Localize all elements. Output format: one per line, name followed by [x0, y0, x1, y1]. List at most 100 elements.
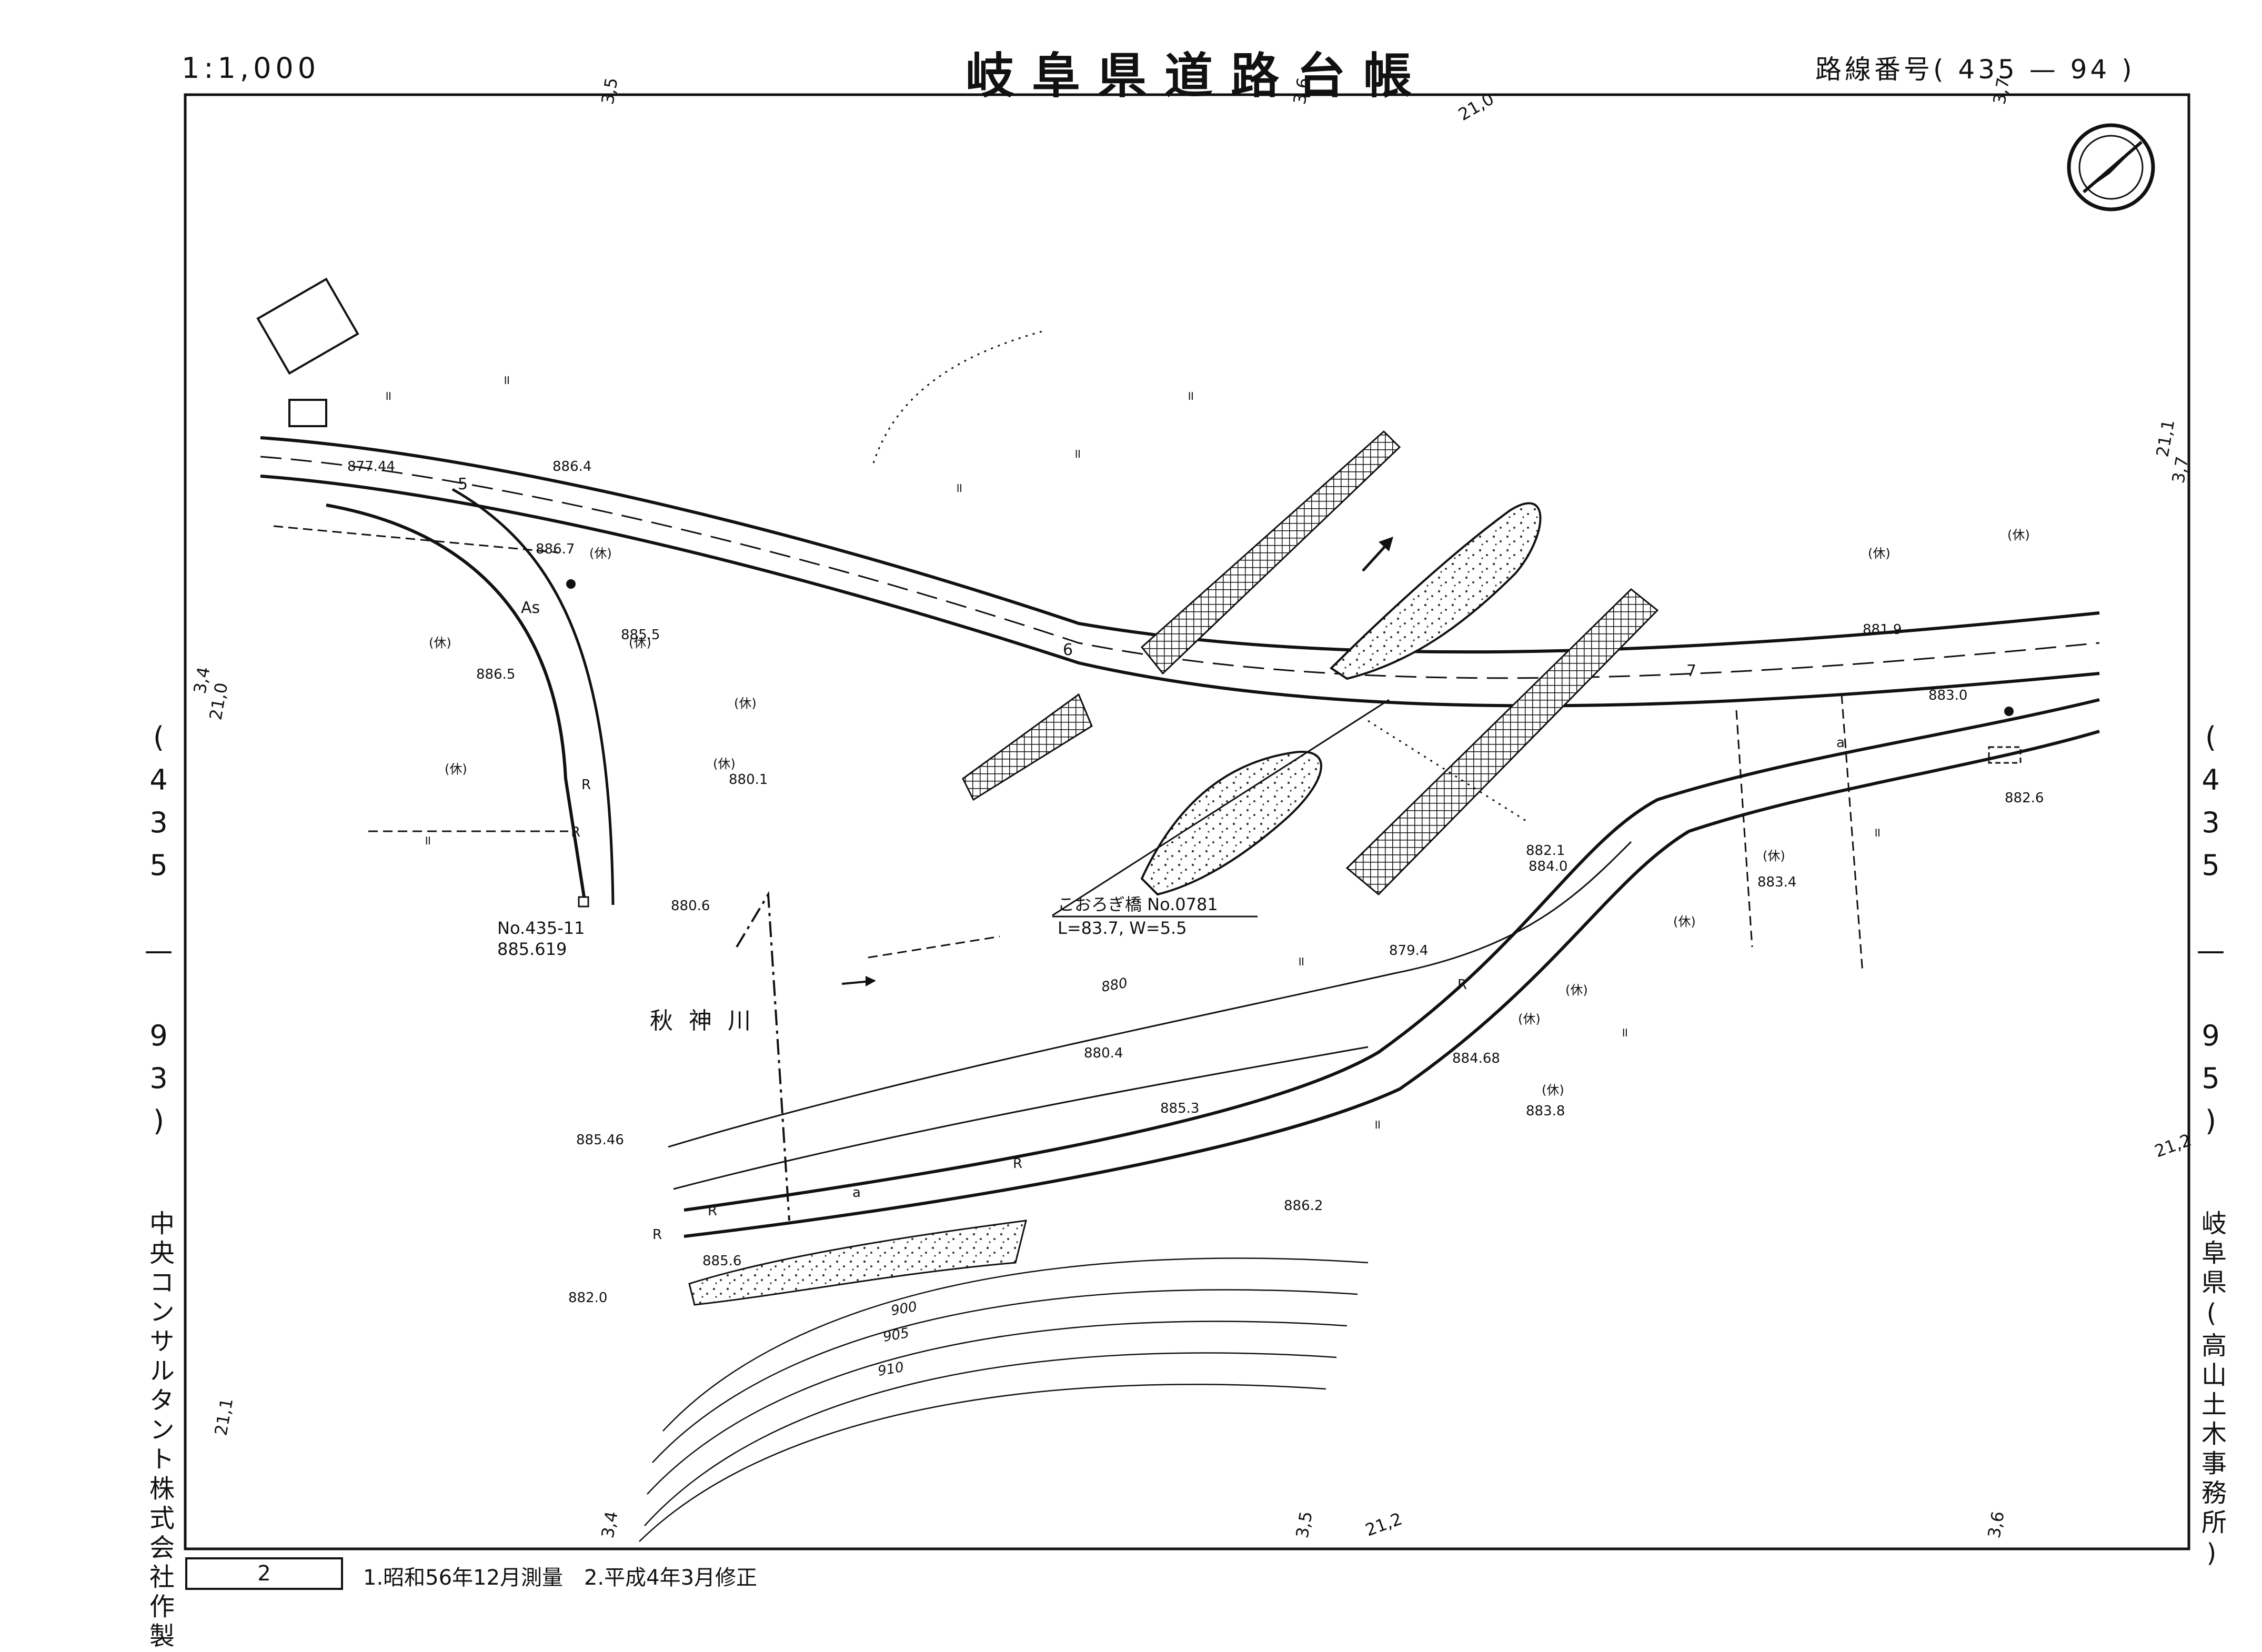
road-mark-r-6: R — [652, 1227, 662, 1243]
branch-road-left-2 — [451, 488, 615, 905]
grid-label-top-37: 3,7 — [1989, 76, 2013, 106]
rest-label-12: (休) — [1518, 1012, 1541, 1026]
field-mark-2: ॥ — [502, 372, 510, 387]
road-mark-a-2: a — [1836, 735, 1845, 751]
grid-label-top-36: 3,6 — [1289, 76, 1313, 106]
river-name-label: 秋神川 — [650, 1008, 767, 1034]
elev-885-46: 885.46 — [576, 1132, 624, 1148]
river-arrow-lower-head — [866, 976, 876, 986]
sheet-number-box: 2 — [185, 1557, 343, 1590]
field-mark-1: ॥ — [384, 388, 391, 403]
rest-label-6: (休) — [445, 762, 467, 777]
contour-label-905: 905 — [882, 1325, 910, 1345]
lot-line-3 — [1735, 710, 1753, 948]
field-mark-8: ॥ — [1621, 1025, 1628, 1040]
grid-label-bottom-212: 21,2 — [1363, 1508, 1405, 1540]
elev-883-8: 883.8 — [1526, 1103, 1565, 1119]
river-edge-north — [668, 841, 1632, 1148]
benchmark-elev-label: 885.619 — [497, 939, 567, 959]
rest-label-4: (休) — [734, 696, 757, 711]
contour-5 — [639, 1384, 1326, 1542]
road-ledger-map: 3,5 3,6 21,0 3,7 21,1 3,7 21,2 3,4 21,0 … — [184, 76, 2194, 1550]
grid-label-right-37: 3,7 — [2168, 455, 2192, 485]
bridge-name-label: こおろぎ橋 No.0781 — [1058, 894, 1218, 914]
grid-label-bottom-34: 3,4 — [597, 1510, 621, 1540]
road-centerline — [260, 456, 2100, 679]
map-frame — [184, 93, 2190, 1550]
contour-1 — [662, 1257, 1369, 1432]
elev-881-9: 881.9 — [1863, 622, 1902, 638]
contour-4 — [644, 1352, 1337, 1526]
road-edge-north — [260, 436, 2100, 654]
river-island-east — [1329, 502, 1542, 680]
contour-label-880: 880 — [1100, 975, 1129, 995]
river-edge-south — [673, 1046, 1369, 1190]
elev-882-0: 882.0 — [568, 1290, 607, 1306]
rest-label-3: (休) — [629, 636, 651, 650]
road-mark-a-1: a — [852, 1185, 861, 1201]
grid-label-left-211: 21,1 — [210, 1397, 237, 1437]
field-mark-9: ॥ — [1297, 954, 1304, 969]
elev-883-0: 883.0 — [1928, 688, 1967, 703]
elev-883-4: 883.4 — [1757, 874, 1796, 890]
elev-879-4: 879.4 — [1389, 943, 1428, 959]
benchmark-marker — [578, 896, 589, 908]
hatched-embankment-south — [1345, 588, 1659, 896]
dotted-boundary-2 — [1368, 720, 1526, 822]
building-small — [288, 399, 327, 427]
river-island-west — [1140, 751, 1322, 896]
north-arrow-icon — [2067, 123, 2155, 211]
lot-line-5 — [868, 935, 1000, 959]
grid-label-bottom-36: 3,6 — [1984, 1510, 2008, 1540]
elev-885-6: 885.6 — [702, 1253, 741, 1269]
road-mark-r-1: R — [581, 777, 591, 793]
river-arrow-upper-head — [1379, 537, 1393, 551]
bridge-leader — [1052, 699, 1390, 916]
dotted-boundary-1 — [872, 330, 1042, 464]
route-number-header: 路線番号( 435 — 94 ) — [1815, 48, 2135, 86]
station-5: 5 — [458, 475, 468, 493]
grid-label-bottom-35: 3,5 — [1292, 1510, 1316, 1540]
elev-886-4: 886.4 — [552, 459, 591, 475]
route-label: 路線番号( — [1815, 54, 1947, 85]
field-mark-6: ॥ — [424, 833, 431, 848]
contour-label-900: 900 — [890, 1299, 918, 1319]
river-bank-south — [688, 1220, 1027, 1306]
station-7: 7 — [1686, 662, 1696, 680]
field-mark-5: ॥ — [1073, 446, 1081, 461]
road-mark-r-2: R — [571, 824, 580, 840]
elev-886-5: 886.5 — [476, 667, 515, 682]
road-mark-r-3: R — [1013, 1156, 1022, 1172]
benchmark-id-label: No.435-11 — [497, 918, 585, 938]
field-mark-10: ॥ — [1373, 1117, 1381, 1132]
rest-label-13: (休) — [1542, 1083, 1564, 1097]
rest-label-9: (休) — [1763, 849, 1785, 863]
road-edge-south — [260, 475, 2100, 708]
elev-880-4: 880.4 — [1084, 1045, 1123, 1061]
elev-880-6: 880.6 — [671, 898, 710, 914]
admin-boundary — [736, 891, 790, 1221]
field-mark-3: ॥ — [1187, 388, 1194, 403]
hatched-embankment-north — [1140, 430, 1401, 675]
building-top-left — [256, 277, 359, 375]
grid-label-right-211: 21,1 — [2152, 418, 2178, 459]
grid-label-left-34: 3,4 — [189, 666, 214, 696]
elev-886-7: 886.7 — [536, 541, 575, 557]
sheet-number: 2 — [257, 1562, 271, 1586]
rest-label-8: (休) — [2007, 528, 2030, 542]
office-name: 岐阜県(高山土木事務所) — [2197, 1210, 2226, 1572]
elev-882-1: 882.1 — [1526, 843, 1565, 859]
station-6: 6 — [1063, 641, 1073, 659]
elev-885-3: 885.3 — [1160, 1101, 1199, 1116]
lot-lines — [273, 525, 1864, 974]
maker-credit: 中央コンサルタント株式会社作製 — [145, 1210, 174, 1652]
lot-line-4 — [1841, 694, 1864, 974]
road-mark-r-5: R — [1457, 977, 1467, 993]
map-scale: 1:1,000 — [182, 52, 320, 85]
rest-label-10: (休) — [1673, 914, 1696, 929]
lower-road-south — [683, 730, 2100, 1238]
elev-886-2: 886.2 — [1284, 1198, 1323, 1214]
contour-2 — [652, 1289, 1358, 1463]
lower-road-north — [683, 698, 2100, 1212]
elev-880-1: 880.1 — [729, 772, 768, 788]
